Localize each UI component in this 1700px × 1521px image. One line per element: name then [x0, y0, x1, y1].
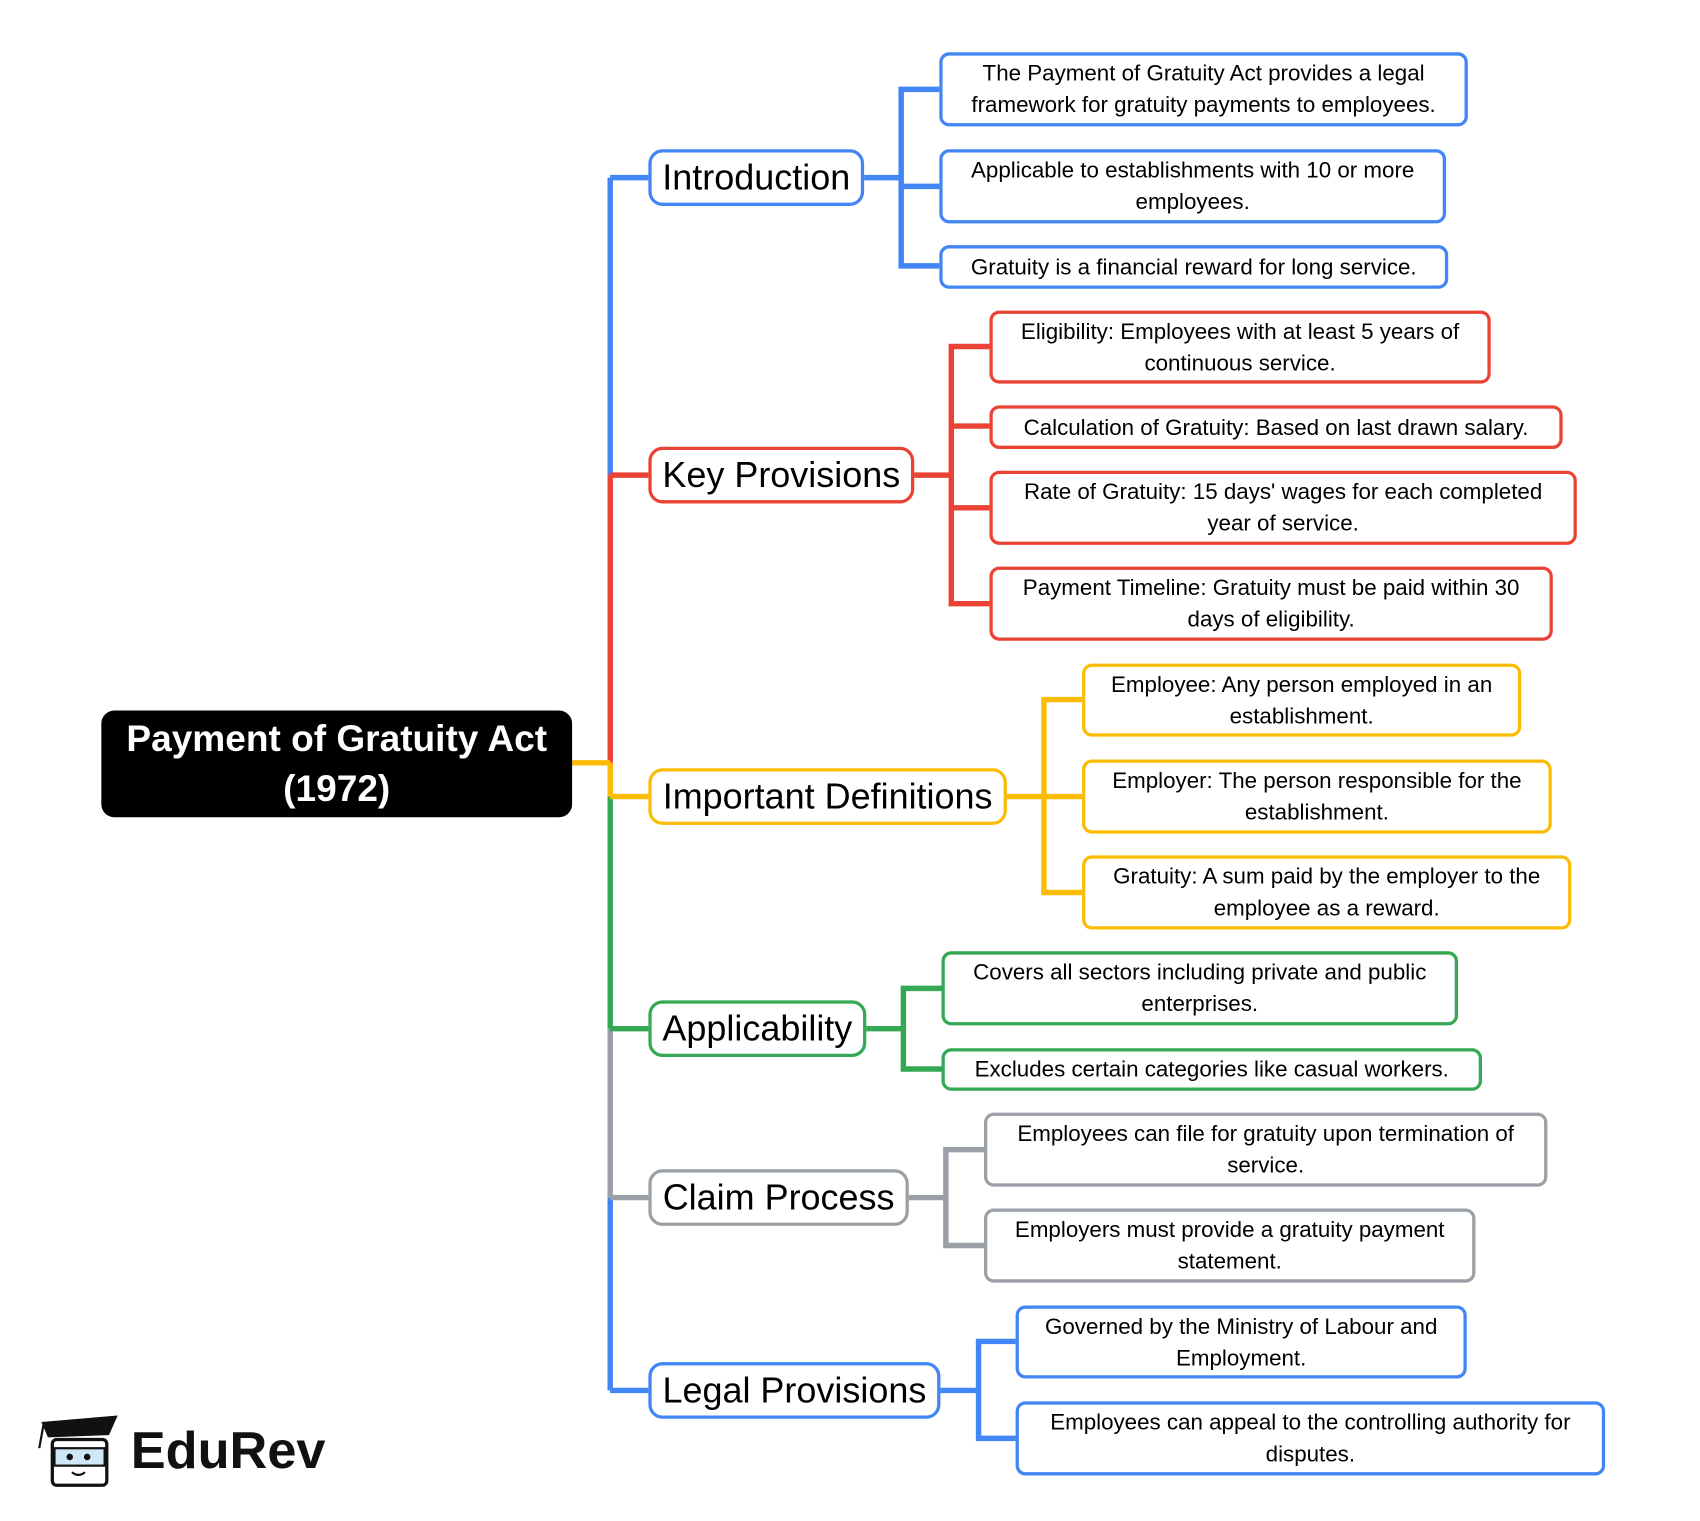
leaf-node: The Payment of Gratuity Act provides a l…	[939, 52, 1468, 127]
leaf-node: Covers all sectors including private and…	[941, 951, 1459, 1026]
leaf-node: Applicable to establishments with 10 or …	[939, 149, 1447, 224]
leaf-node: Employees can file for gratuity upon ter…	[983, 1112, 1548, 1187]
leaf-node: Payment Timeline: Gratuity must be paid …	[989, 566, 1553, 641]
leaf-node: Gratuity is a financial reward for long …	[939, 245, 1449, 289]
edurev-logo: EduRev	[33, 1411, 326, 1489]
leaf-node: Employers must provide a gratuity paymen…	[983, 1208, 1476, 1283]
branch-legal-provisions: Legal Provisions	[648, 1362, 941, 1419]
leaf-node: Employee: Any person employed in an esta…	[1082, 663, 1522, 737]
leaf-node: Employees can appeal to the controlling …	[1015, 1401, 1606, 1476]
leaf-node: Calculation of Gratuity: Based on last d…	[989, 405, 1563, 449]
leaf-node: Excludes certain categories like casual …	[941, 1048, 1482, 1091]
root-title-line2: (1972)	[283, 768, 391, 810]
branch-claim-process: Claim Process	[648, 1169, 909, 1226]
root-title-line1: Payment of Gratuity Act	[126, 718, 548, 760]
root-node: Payment of Gratuity Act (1972)	[101, 710, 573, 818]
branch-introduction: Introduction	[648, 149, 865, 206]
leaf-node: Rate of Gratuity: 15 days' wages for eac…	[989, 470, 1577, 545]
logo-text: EduRev	[130, 1421, 326, 1480]
branch-important-definitions: Important Definitions	[648, 768, 1007, 825]
leaf-node: Eligibility: Employees with at least 5 y…	[989, 310, 1491, 384]
graduation-cap-icon	[38, 1415, 118, 1487]
leaf-node: Governed by the Ministry of Labour and E…	[1015, 1305, 1467, 1379]
branch-applicability: Applicability	[648, 1000, 867, 1058]
branch-key-provisions: Key Provisions	[648, 446, 915, 504]
leaf-node: Employer: The person responsible for the…	[1082, 759, 1552, 834]
leaf-node: Gratuity: A sum paid by the employer to …	[1082, 855, 1572, 930]
